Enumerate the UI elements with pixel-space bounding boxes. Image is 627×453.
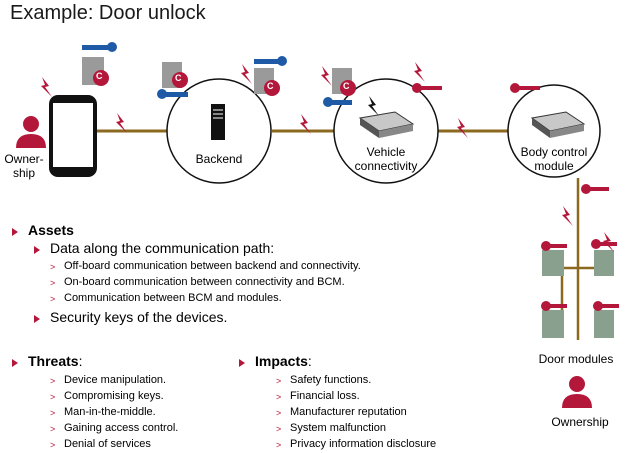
ownership-person-icon: [16, 116, 46, 148]
ecu-icon-bcm: [530, 111, 586, 138]
asset-subitem: On-board communication between connectiv…: [64, 276, 345, 288]
certificate-icon-3: [254, 68, 280, 96]
asset-subitem: Communication between BCM and modules.: [64, 292, 282, 304]
asset-subitem: Off-board communication between backend …: [64, 260, 361, 272]
threat-item: Man-in-the-middle.: [64, 406, 156, 418]
server-icon: [211, 104, 225, 140]
chevron-right-icon: >: [276, 376, 282, 386]
threats-heading: Threats:: [28, 353, 83, 369]
chevron-right-icon: >: [276, 424, 282, 434]
impact-item: Financial loss.: [290, 390, 360, 402]
ownership-label-left: Owner- ship: [4, 152, 44, 180]
threats-bullet-icon: [12, 359, 18, 367]
asset-item: Security keys of the devices.: [50, 309, 228, 325]
ecu-icon-vehicle: [358, 111, 415, 138]
chevron-right-icon: >: [276, 408, 282, 418]
ownership-person-icon-right: [562, 376, 592, 408]
certificate-icon-2: [162, 62, 188, 88]
certificate-c-label-3: C: [267, 81, 274, 91]
threat-item: Compromising keys.: [64, 390, 164, 402]
asset-bullet-icon: [34, 246, 40, 254]
blue-key-icon-4: [323, 97, 352, 107]
chevron-right-icon: >: [50, 392, 56, 402]
threat-item: Gaining access control.: [64, 422, 179, 434]
impact-item: Safety functions.: [290, 374, 372, 386]
assets-bullet-icon: [12, 228, 18, 236]
chevron-right-icon: >: [50, 440, 56, 450]
chevron-right-icon: >: [50, 278, 56, 288]
red-key-icon-2: [510, 83, 540, 93]
impact-item: System malfunction: [290, 422, 386, 434]
red-key-icon-7: [593, 301, 619, 311]
door-modules-label: Door modules: [538, 352, 614, 366]
ownership-label-right: Ownership: [551, 415, 609, 429]
smartphone-icon: [49, 95, 97, 177]
asset-bullet-icon: [34, 315, 40, 323]
certificate-c-label-1: C: [96, 71, 103, 81]
lightning-icons: [41, 62, 614, 252]
red-key-icon-1: [412, 83, 442, 93]
chevron-right-icon: >: [50, 376, 56, 386]
certificate-icon-1: [82, 57, 109, 86]
chevron-right-icon: >: [50, 262, 56, 272]
blue-key-icon-1: [82, 42, 117, 52]
chevron-right-icon: >: [50, 408, 56, 418]
threat-item: Denial of services: [64, 438, 151, 450]
red-key-icon-3: [581, 184, 609, 194]
chevron-right-icon: >: [276, 392, 282, 402]
certificate-c-label-2: C: [175, 73, 182, 83]
body-control-module-label: Body control module: [520, 145, 588, 173]
assets-heading: Assets: [28, 222, 74, 238]
chevron-right-icon: >: [50, 294, 56, 304]
certificate-icon-4: [332, 68, 356, 96]
backend-label: Backend: [195, 152, 243, 166]
blue-key-icon-3: [254, 56, 287, 66]
red-key-icon-6: [541, 301, 567, 311]
red-key-icon-4: [541, 241, 567, 251]
impact-item: Manufacturer reputation: [290, 406, 407, 418]
chevron-right-icon: >: [276, 440, 282, 450]
door-module-icons: [542, 250, 614, 338]
impact-item: Privacy information disclosure: [290, 438, 437, 450]
page-title: Example: Door unlock: [10, 2, 206, 24]
vehicle-connectivity-label: Vehicle connectivity: [354, 145, 418, 173]
red-key-icon-5: [591, 239, 617, 249]
chevron-right-icon: >: [50, 424, 56, 434]
asset-item: Data along the communication path:: [50, 240, 275, 256]
impacts-heading: Impacts:: [255, 353, 312, 369]
threat-item: Device manipulation.: [64, 374, 167, 386]
certificate-c-label-4: C: [343, 81, 350, 91]
blue-key-icon-2: [157, 89, 188, 99]
impacts-bullet-icon: [239, 359, 245, 367]
